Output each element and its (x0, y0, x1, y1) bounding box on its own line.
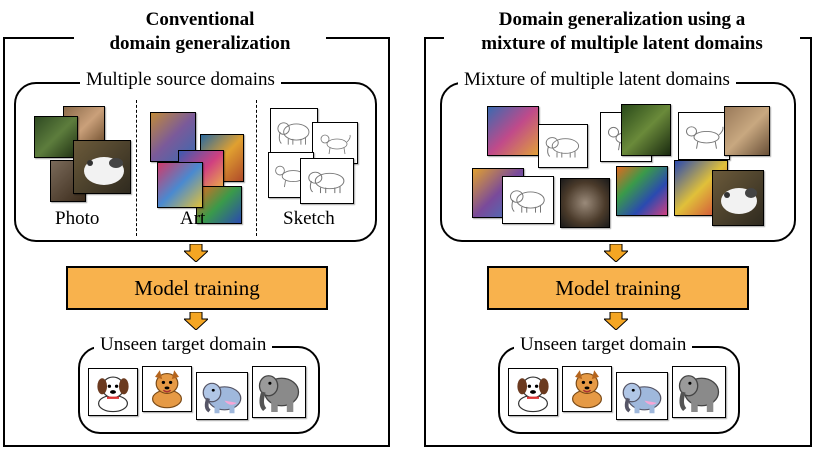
right-arrow-down-1 (604, 244, 628, 262)
mix-thumb-9 (560, 178, 610, 228)
right-source-caption: Mixture of multiple latent domains (458, 69, 736, 91)
mix-thumb-12 (712, 170, 764, 226)
sketch-thumb-4 (300, 158, 354, 204)
left-source-caption: Multiple source domains (80, 69, 281, 91)
left-target-dog-1 (88, 368, 138, 416)
right-target-elephant-2 (672, 366, 726, 418)
right-target-dog-2 (562, 366, 612, 412)
mix-thumb-4 (621, 104, 671, 156)
right-target-caption: Unseen target domain (514, 334, 693, 356)
sketch-thumb-1 (270, 108, 318, 156)
left-target-elephant-2 (252, 366, 306, 418)
left-title-line1: Conventional (145, 9, 255, 30)
domain-label-photo: Photo (55, 208, 100, 229)
divider-2 (256, 100, 257, 236)
left-title-line2: domain generalization (109, 33, 291, 54)
right-panel-title: Domain generalization using a mixture of… (444, 8, 800, 56)
sketch-thumb-2 (312, 122, 358, 164)
mix-thumb-2 (538, 124, 588, 168)
divider-1 (136, 100, 137, 236)
right-title-line2: mixture of multiple latent domains (481, 33, 763, 54)
right-title-line1: Domain generalization using a (498, 9, 746, 30)
photo-thumb-2 (34, 116, 78, 158)
left-arrow-down-2 (184, 312, 208, 330)
mix-thumb-8 (502, 176, 554, 224)
mix-thumb-6 (724, 106, 770, 156)
domain-label-art: Art (180, 208, 206, 229)
right-model-training-box: Model training (487, 266, 749, 310)
left-panel-title: Conventional domain generalization (74, 8, 326, 56)
domain-label-sketch: Sketch (283, 208, 335, 229)
photo-thumb-dog (73, 140, 131, 194)
mix-thumb-10 (616, 166, 668, 216)
left-model-training-box: Model training (66, 266, 328, 310)
right-arrow-down-2 (604, 312, 628, 330)
left-target-elephant-1 (196, 372, 248, 420)
left-target-caption: Unseen target domain (94, 334, 273, 356)
left-target-dog-2 (142, 366, 192, 412)
right-target-dog-1 (508, 368, 558, 416)
right-target-elephant-1 (616, 372, 668, 420)
art-thumb-5 (157, 162, 203, 208)
mix-thumb-5 (678, 112, 730, 160)
left-arrow-down-1 (184, 244, 208, 262)
mix-thumb-1 (487, 106, 539, 156)
